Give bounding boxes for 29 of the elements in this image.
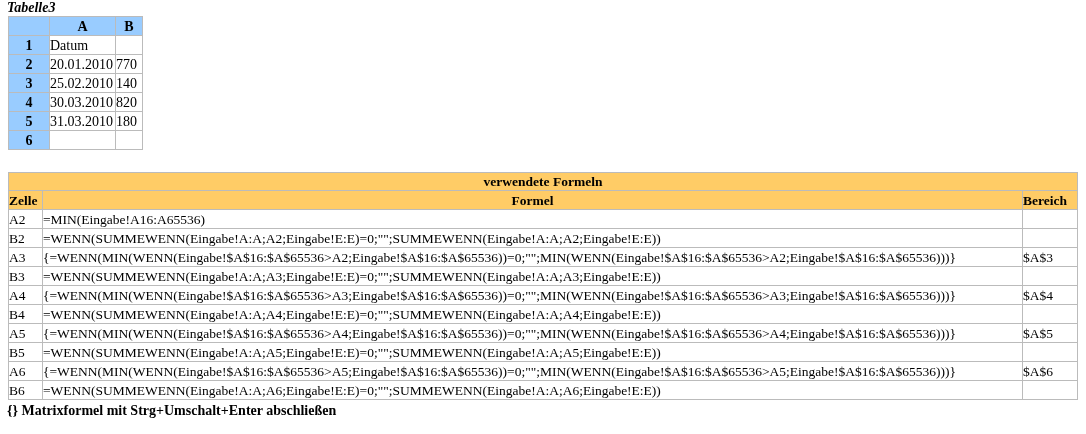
column-header-cell: B — [115, 16, 143, 36]
cell-reference: A3 — [8, 247, 43, 267]
formula-cell: {=WENN(MIN(WENN(Eingabe!$A$16:$A$65536>A4;Eingabe!$A$16:$A$65536))=0;"";MIN(WENN(Eingabe!$A$16:$A$65536>A4;Eingabe!$A$16:$A$65536)))} — [42, 323, 1023, 343]
range-cell: $A$4 — [1022, 285, 1078, 305]
range-cell: $A$6 — [1022, 361, 1078, 381]
column-header-cell: A — [49, 16, 116, 36]
formula-cell: =WENN(SUMMEWENN(Eingabe!A:A;A6;Eingabe!E:E)=0;"";SUMMEWENN(Eingabe!A:A;A6;Eingabe!E:E)) — [42, 380, 1023, 400]
formula-cell: =WENN(SUMMEWENN(Eingabe!A:A;A2;Eingabe!E:E)=0;"";SUMMEWENN(Eingabe!A:A;A2;Eingabe!E:E)) — [42, 228, 1023, 248]
formula-cell: =MIN(Eingabe!A16:A65536) — [42, 209, 1023, 229]
cell-reference: B3 — [8, 266, 43, 286]
cell-reference: A6 — [8, 361, 43, 381]
formula-cell: {=WENN(MIN(WENN(Eingabe!$A$16:$A$65536>A2;Eingabe!$A$16:$A$65536))=0;"";MIN(WENN(Eingabe!$A$16:$A$65536>A2;Eingabe!$A$16:$A$65536)))} — [42, 247, 1023, 267]
formula-cell: =WENN(SUMMEWENN(Eingabe!A:A;A5;Eingabe!E:E)=0;"";SUMMEWENN(Eingabe!A:A;A5;Eingabe!E:E)) — [42, 342, 1023, 362]
footnote: {} Matrixformel mit Strg+Umschalt+Enter abschließen — [7, 402, 337, 419]
table-title-cell: verwendete Formeln — [8, 172, 1078, 191]
formula-cell: =WENN(SUMMEWENN(Eingabe!A:A;A3;Eingabe!E:E)=0;"";SUMMEWENN(Eingabe!A:A;A3;Eingabe!E:E)) — [42, 266, 1023, 286]
range-cell: $A$3 — [1022, 247, 1078, 267]
cell-reference: A4 — [8, 285, 43, 305]
formula-cell: {=WENN(MIN(WENN(Eingabe!$A$16:$A$65536>A3;Eingabe!$A$16:$A$65536))=0;"";MIN(WENN(Eingabe!$A$16:$A$65536>A3;Eingabe!$A$16:$A$65536)))} — [42, 285, 1023, 305]
range-cell: $A$5 — [1022, 323, 1078, 343]
cell-reference: B6 — [8, 380, 43, 400]
cell-reference: A2 — [8, 209, 43, 229]
cell-reference: A5 — [8, 323, 43, 343]
cell-reference: B5 — [8, 342, 43, 362]
cell-reference: B2 — [8, 228, 43, 248]
sheet-title: Tabelle3 — [7, 0, 56, 16]
formula-cell: {=WENN(MIN(WENN(Eingabe!$A$16:$A$65536>A5;Eingabe!$A$16:$A$65536))=0;"";MIN(WENN(Eingabe!$A$16:$A$65536>A5;Eingabe!$A$16:$A$65536)))} — [42, 361, 1023, 381]
formula-cell: =WENN(SUMMEWENN(Eingabe!A:A;A4;Eingabe!E:E)=0;"";SUMMEWENN(Eingabe!A:A;A4;Eingabe!E:E)) — [42, 304, 1023, 324]
cell-reference: B4 — [8, 304, 43, 324]
